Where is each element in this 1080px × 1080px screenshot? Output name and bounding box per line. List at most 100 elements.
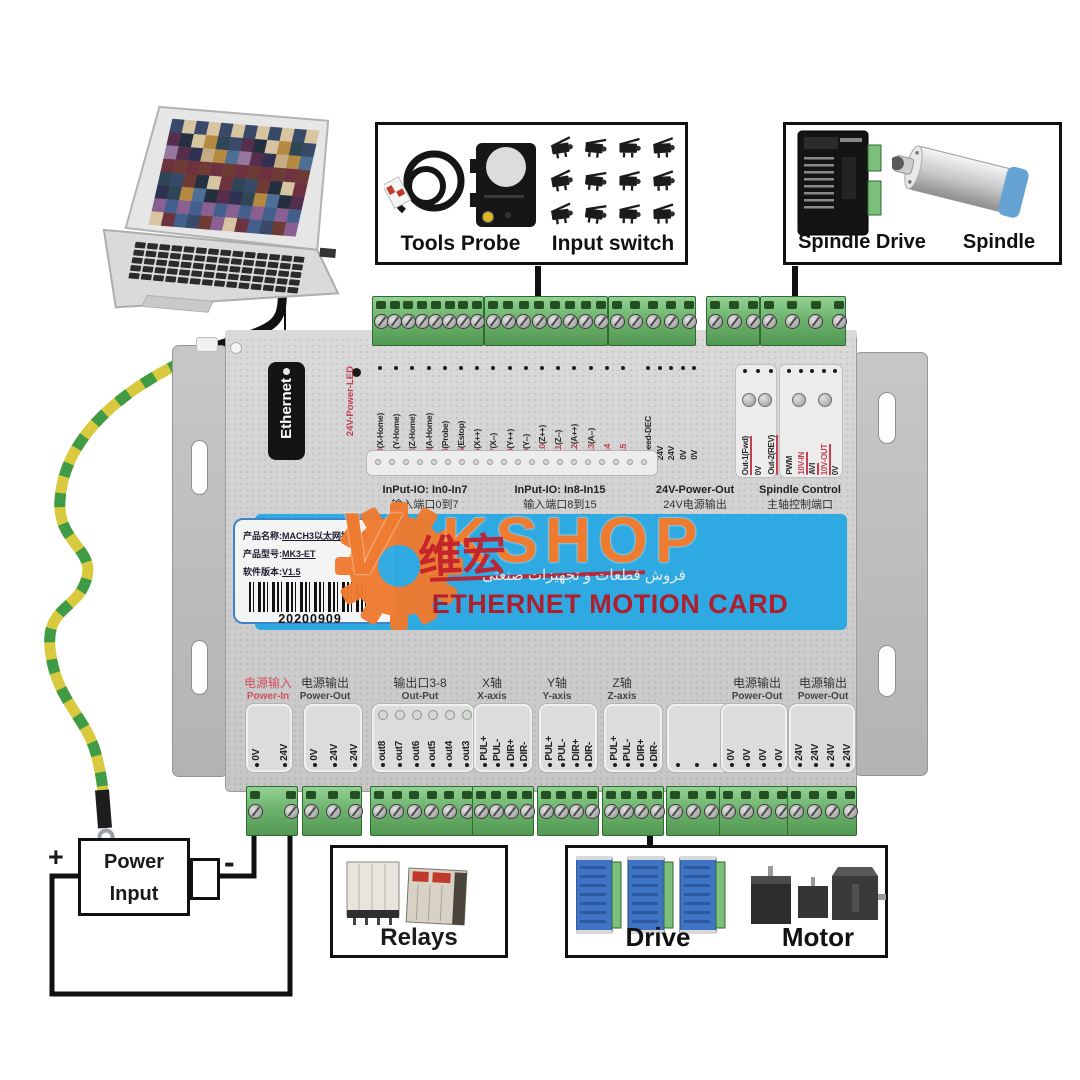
terminal-screw [424, 804, 440, 819]
wire-slot [571, 791, 582, 799]
wire-slot [409, 791, 420, 799]
screw-dot [491, 366, 496, 370]
led-hole [389, 459, 395, 465]
pin-dot [465, 763, 469, 767]
wire-slot [374, 791, 384, 799]
pin-label: 0V [758, 749, 769, 761]
terminal-screw [283, 804, 299, 819]
pin-dot [509, 763, 514, 767]
pin-dot [639, 763, 644, 767]
caption-zh: Y轴 [546, 676, 567, 690]
wire-slot [549, 301, 560, 309]
pin-dot [676, 763, 680, 767]
terminal-screw [578, 314, 594, 329]
led-hole [515, 459, 521, 465]
screw-dot [821, 369, 826, 373]
ground-wire-sleeve [95, 789, 112, 829]
terminal-screw [788, 804, 804, 819]
pin-label: out4 [444, 741, 456, 761]
pin-dot [283, 763, 287, 767]
spindle-box: Spindle Drive Spindle [783, 122, 1062, 265]
pin-dot [431, 763, 436, 767]
pin-dot [713, 763, 718, 767]
wire-slot [723, 791, 733, 799]
terminal-screw [761, 314, 777, 329]
micro-switch-icon [649, 134, 679, 160]
terminal-screw [741, 393, 756, 407]
pin-suffix: (Z++) [537, 424, 547, 445]
pin-dot [730, 763, 734, 767]
wire-slot [710, 301, 720, 309]
pin-label: PWM [785, 456, 794, 475]
caption-en: Power-In [246, 691, 290, 702]
wire-slot [376, 301, 386, 309]
pin-dot [613, 763, 617, 767]
pin-dot [746, 763, 750, 767]
led-hole [557, 459, 563, 465]
pin-suffix: (X++) [472, 428, 483, 449]
wire-slot [430, 301, 441, 309]
screw-dot [442, 366, 447, 370]
terminal-screw [618, 804, 634, 819]
wire-slot [810, 301, 821, 309]
wire-slot [541, 791, 551, 799]
pin-dot [561, 763, 566, 767]
pin-dot [694, 763, 699, 767]
terminal-screw [473, 804, 489, 819]
terminal-screw [504, 804, 520, 819]
terminal-screw [538, 804, 554, 819]
wire-slot [670, 791, 680, 799]
terminal-screw [817, 393, 832, 407]
gear-icon [335, 502, 463, 630]
wire-slot [596, 301, 606, 309]
label-row: 软件版本:V1.5 [243, 563, 387, 581]
terminal-block [787, 786, 858, 836]
caption-zh: 电源输入 [243, 676, 292, 690]
micro-switch-icon [581, 134, 611, 161]
terminal-screw [667, 804, 683, 819]
wire-slot [491, 791, 502, 799]
wire-slot [250, 791, 260, 799]
input-switch-label: Input switch [551, 232, 675, 255]
led-hole [599, 459, 605, 465]
screw-dot [657, 366, 662, 370]
terminal-block [760, 296, 847, 346]
laptop-port [319, 247, 337, 259]
pin-label: 0V [251, 749, 262, 761]
tools-probe-box: Tools Probe Input switch [375, 122, 688, 265]
caption-en: Out-Put [401, 691, 439, 702]
led-hole [529, 459, 535, 465]
pin-dot [778, 763, 782, 767]
wire-slot [706, 791, 716, 799]
relays-box: Relays [330, 845, 508, 958]
power-plus-wire [49, 830, 293, 997]
ethernet-tag: Ethernet [268, 362, 305, 460]
pin-label: DIR+ [505, 739, 517, 761]
drive-label: Drive [625, 922, 691, 952]
wire-slot [684, 301, 694, 309]
led-hole [417, 459, 423, 465]
ground-wire-stripe [44, 357, 185, 813]
drive-motor-box: Drive Motor [565, 845, 888, 958]
wire-slot [791, 791, 801, 799]
pin-suffix: (A++) [569, 423, 580, 445]
tag-hole [283, 368, 290, 375]
screw-dot [669, 366, 673, 370]
terminal-block [246, 786, 299, 836]
wire-slot [666, 301, 676, 309]
terminal-screw [553, 804, 569, 819]
relay-image [346, 861, 468, 926]
terminal-screw [634, 804, 650, 819]
micro-switch-icon [616, 135, 644, 159]
terminal-screw [325, 804, 341, 819]
pin-label: 0V [754, 465, 763, 475]
wire-slot [827, 791, 837, 799]
product-title: ETHERNET MOTION CARD [431, 589, 789, 619]
wire-slot [476, 791, 486, 799]
pin-suffix: (Z--) [553, 429, 564, 445]
